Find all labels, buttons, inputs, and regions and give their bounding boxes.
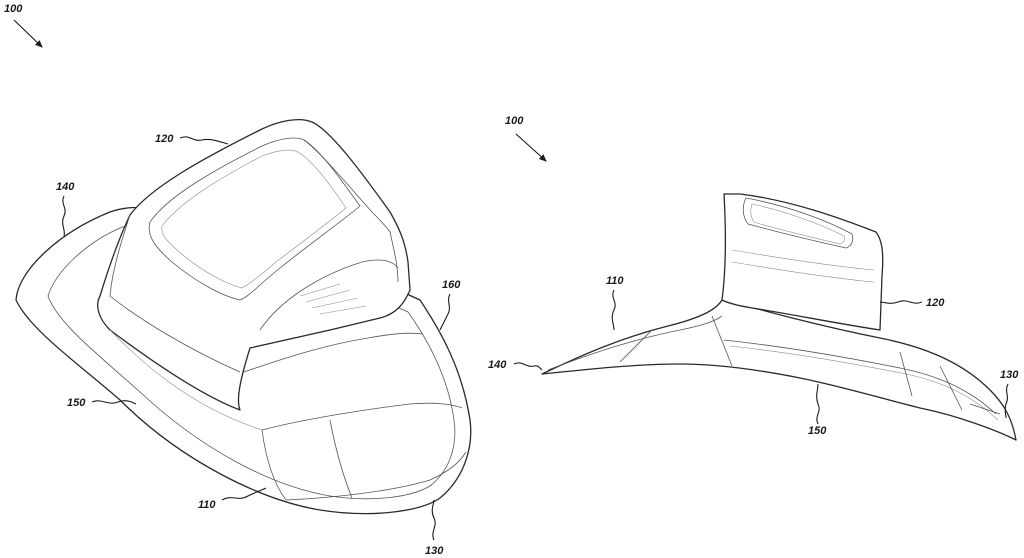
- right-labels: 100 110 120 140 130 150: [488, 115, 1019, 437]
- left-upper-top-panel: [148, 137, 361, 301]
- left-arrow-100: [13, 19, 43, 48]
- left-cavity-lines: [299, 283, 367, 315]
- left-leader-140: [62, 195, 66, 237]
- left-leader-150: [91, 400, 137, 405]
- right-label-140: 140: [488, 359, 507, 371]
- left-seam-mid: [261, 402, 463, 431]
- right-base-outline: [541, 299, 1017, 441]
- left-label-160: 160: [442, 279, 461, 291]
- left-side-seam: [109, 329, 263, 431]
- left-leader-110: [221, 487, 267, 501]
- left-label-150: 150: [67, 397, 86, 409]
- right-base-side-band: [723, 339, 997, 415]
- left-leader-130: [431, 499, 436, 541]
- left-upper-top-inner: [161, 149, 347, 289]
- left-upper-side-edge: [109, 214, 241, 373]
- left-leader-120: [179, 136, 229, 145]
- right-side-view: [541, 193, 1017, 441]
- right-leader-140: [513, 362, 543, 371]
- right-leader-130: [1004, 383, 1009, 419]
- right-seam-a: [619, 315, 1001, 415]
- left-label-140: 140: [56, 181, 75, 193]
- right-upper-pad-inner: [750, 203, 846, 245]
- right-base-top-seam: [547, 315, 723, 371]
- right-leader-110: [611, 289, 616, 331]
- right-label-150: 150: [808, 425, 827, 437]
- left-cavity-edge: [259, 259, 399, 331]
- left-seam-vert: [261, 419, 353, 501]
- right-upper-pad: [742, 197, 854, 249]
- left-toe-edge: [285, 451, 467, 501]
- left-label-110: 110: [198, 499, 216, 511]
- left-label-120: 120: [155, 133, 174, 145]
- left-leader-160: [439, 293, 451, 331]
- right-arrow-100: [515, 133, 547, 162]
- left-label-130: 130: [425, 545, 444, 557]
- right-leader-150: [816, 383, 820, 425]
- right-upper-shade: [731, 249, 875, 283]
- right-label-130: 130: [1000, 369, 1019, 381]
- left-label-100: 100: [4, 3, 23, 15]
- right-label-100: 100: [505, 115, 524, 127]
- left-upper-front-edge: [303, 139, 399, 283]
- right-label-120: 120: [926, 297, 945, 309]
- left-seam-front: [243, 332, 423, 373]
- left-labels: 100 120 140 160 150 110 130: [4, 3, 461, 557]
- right-leader-120: [879, 300, 923, 304]
- right-label-110: 110: [606, 275, 624, 287]
- left-perspective-view: [15, 119, 472, 515]
- right-base-side-band-2: [729, 345, 999, 421]
- left-upper-block: [97, 119, 411, 411]
